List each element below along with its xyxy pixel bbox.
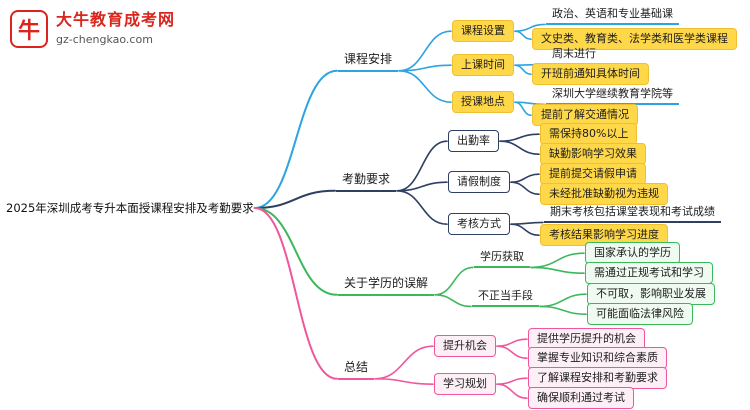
topic-improvement-opportunity: 提升机会 [434,335,496,358]
leaf-node: 确保顺利通过考试 [528,387,634,410]
topic-assessment-method: 考核方式 [448,213,510,236]
leaf-node: 提供学历提升的机会 [528,328,645,351]
topic-class-time: 上课时间 [452,54,514,77]
site-logo: 牛 大牛教育成考网 gz-chengkao.com [10,10,175,48]
topic-teaching-venue: 授课地点 [452,91,514,114]
branch-course-arrangement: 课程安排 [338,50,399,72]
leaf-node: 未经批准缺勤视为违规 [540,183,668,206]
topic-leave-policy: 请假制度 [448,171,510,194]
leaf-node: 可能面临法律风险 [587,303,693,326]
leaf-node: 不可取，影响职业发展 [587,283,715,306]
topic-improper-means: 不正当手段 [472,287,539,308]
leaf-node: 掌握专业知识和综合素质 [528,347,667,370]
leaf-node: 需通过正规考试和学习 [585,262,713,285]
root-topic: 2025年深圳成考专升本面授课程安排及考勤要求 [6,201,254,215]
leaf-node: 政治、英语和专业基础课 [546,5,679,26]
leaf-node: 开班前通知具体时间 [532,63,649,86]
branch-diploma-misconceptions: 关于学历的误解 [338,274,435,296]
leaf-node: 考核结果影响学习进度 [540,224,668,247]
bull-logo-icon: 牛 [10,10,48,48]
leaf-node: 文史类、教育类、法学类和医学类课程 [532,28,737,51]
topic-course-setup: 课程设置 [452,20,514,43]
logo-subtitle: gz-chengkao.com [56,32,153,46]
leaf-node: 期末考核包括课堂表现和考试成绩 [544,203,721,224]
branch-summary: 总结 [338,358,375,380]
topic-attendance-rate: 出勤率 [448,130,499,153]
leaf-node: 提前提交请假申请 [540,163,646,186]
leaf-node: 深圳大学继续教育学院等 [546,85,679,106]
topic-degree-acquisition: 学历获取 [474,248,530,269]
leaf-node: 缺勤影响学习效果 [540,143,646,166]
topic-study-planning: 学习规划 [434,373,496,396]
logo-title: 大牛教育成考网 [56,10,176,29]
branch-attendance-requirements: 考勤要求 [336,170,397,192]
